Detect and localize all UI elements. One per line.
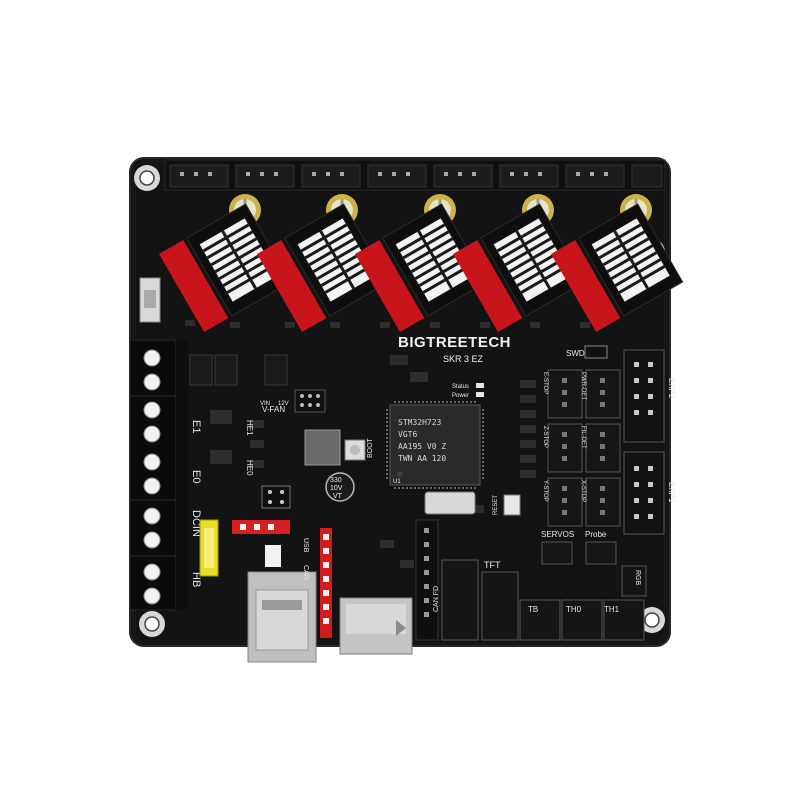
label-swd: SWD [566,349,585,358]
cap-type: VT [333,493,343,500]
label-pwrdet: PWR-DET [580,372,586,400]
label-exp1: EXP1 [667,482,676,503]
label-can-fd: CAN FD [433,586,440,612]
label-he1: HE1 [245,420,254,436]
label-th0: TH0 [566,605,582,614]
motor-connectors-top [164,159,666,191]
label-tb: TB [528,605,538,614]
label-reset: RESET [493,495,499,515]
mcu-text-line-4: TWN AA 120 [398,454,446,463]
fan-headers [189,354,326,413]
bottom-connectors: CAN FD TFT TB TH0 TH1 RGB [433,559,647,641]
label-xstop: X-STOP [580,480,586,502]
driver-socket-2 [257,203,390,332]
label-u1: U1 [393,479,401,485]
driver-socket-1 [159,203,292,332]
label-tft: TFT [484,560,501,570]
black-vertical-header [415,519,439,641]
brand-logo: BIGTREETECH [398,334,511,351]
usb-port [247,571,317,663]
blade-fuse [199,519,219,577]
label-boot: BOOT [367,437,374,458]
stepper-driver-sockets [159,203,684,332]
slide-switch [139,277,161,323]
label-dcin: DCIN [190,510,202,537]
left-labels: E1 E0 DCIN HB HE1 HE0 V-FAN VIN 12V [190,401,289,587]
mcu-text-line-3: AA195 V0 Z [398,442,446,451]
label-usb: USB [302,538,309,553]
mounting-hole-bottom-left [139,611,165,637]
label-ystop: Y-STOP [542,480,548,502]
label-probe: Probe [585,530,607,539]
servos-probe: SERVOS Probe [541,530,617,565]
cap-value: 330 [330,477,342,484]
exp-headers: EXP2 EXP1 [623,349,676,535]
driver-socket-5 [551,203,684,332]
label-servos: SERVOS [541,530,574,539]
power-header [261,485,291,509]
label-status: Status [452,384,469,390]
endstop-connectors: E-STOP Z-STOP Y-STOP PWR-DET FIL-DET X-S… [542,369,621,527]
red-jumper-block [232,520,290,534]
label-vfan: V-FAN [262,405,285,414]
label-exp2: EXP2 [667,378,676,399]
label-rgb: RGB [634,570,641,586]
label-he0: HE0 [245,460,254,476]
inductor [304,429,341,466]
label-power: Power [452,393,469,399]
branding: BIGTREETECH SKR 3 EZ [398,334,511,364]
status-leds: Status Power [452,383,484,399]
label-can: CAN [302,565,309,580]
cap-volt: 10V [330,485,343,492]
label-hb: HB [190,572,202,587]
mcu-text-line-1: STM32H723 [398,418,442,427]
smd-components [185,320,590,568]
mcu-chip: STM32H723 VGT6 AA195 V0 Z TWN AA 120 U1 [386,401,484,489]
mcu-text-line-2: VGT6 [398,430,417,439]
label-zstop: Z-STOP [542,426,548,448]
label-e0: E0 [190,470,202,483]
swd-header: SWD [566,345,608,359]
driver-socket-3 [355,203,488,332]
label-th1: TH1 [604,605,620,614]
label-estop: E-STOP [542,372,548,394]
reset-button: RESET [493,494,521,516]
small-capacitor: 330 10V VT [325,472,355,502]
label-e1: E1 [190,420,202,433]
crystal [424,491,476,515]
board-model: SKR 3 EZ [443,354,484,364]
boot-button: BOOT [344,437,374,461]
red-header-strip: USB CAN [302,528,332,638]
sd-card-slot [339,597,413,655]
driver-socket-4 [453,203,586,332]
mounting-hole-top-left [134,165,160,191]
label-vin: VIN [260,401,270,407]
screw-terminals-left [129,339,188,611]
white-smd-part [265,545,281,567]
label-fildet: FIL-DET [580,426,586,449]
mounting-hole-bottom-right [639,607,665,633]
label-12v: 12V [278,401,289,407]
